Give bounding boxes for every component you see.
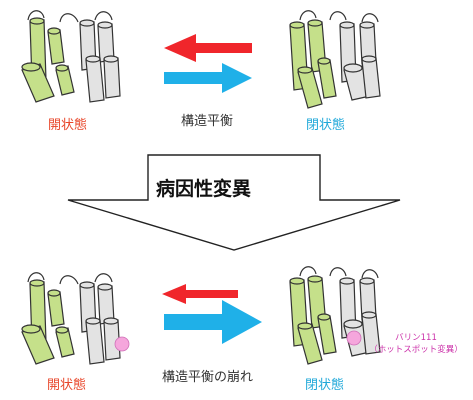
label-equilibrium-top: 構造平衡 bbox=[181, 114, 234, 129]
label-equilibrium-broken: 構造平衡の崩れ bbox=[162, 370, 254, 385]
mutation-site-dot-right bbox=[346, 330, 362, 346]
arrow-right-blue-bottom bbox=[164, 300, 262, 344]
mutation-site-dot-left bbox=[114, 336, 130, 352]
protein-closed-top bbox=[289, 10, 381, 109]
label-open-top: 開状態 bbox=[48, 118, 88, 133]
label-closed-top: 閉状態 bbox=[306, 118, 346, 133]
mutation-note-line1: バリン111 bbox=[395, 333, 437, 343]
label-pathogenic-mutation: 病因性変異 bbox=[156, 178, 252, 200]
mutation-note: バリン111 （ホットスポット変異） bbox=[366, 332, 466, 356]
arrow-left-red-bottom bbox=[162, 284, 238, 304]
mutation-block-arrow bbox=[67, 154, 401, 251]
protein-open-top bbox=[21, 10, 121, 103]
arrow-left-red-top bbox=[164, 34, 252, 62]
arrow-right-blue-top bbox=[164, 63, 252, 93]
label-closed-bottom: 閉状態 bbox=[305, 378, 345, 393]
mutation-note-line2: （ホットスポット変異） bbox=[369, 345, 463, 355]
label-open-bottom: 開状態 bbox=[47, 378, 87, 393]
protein-open-bottom bbox=[21, 272, 121, 365]
